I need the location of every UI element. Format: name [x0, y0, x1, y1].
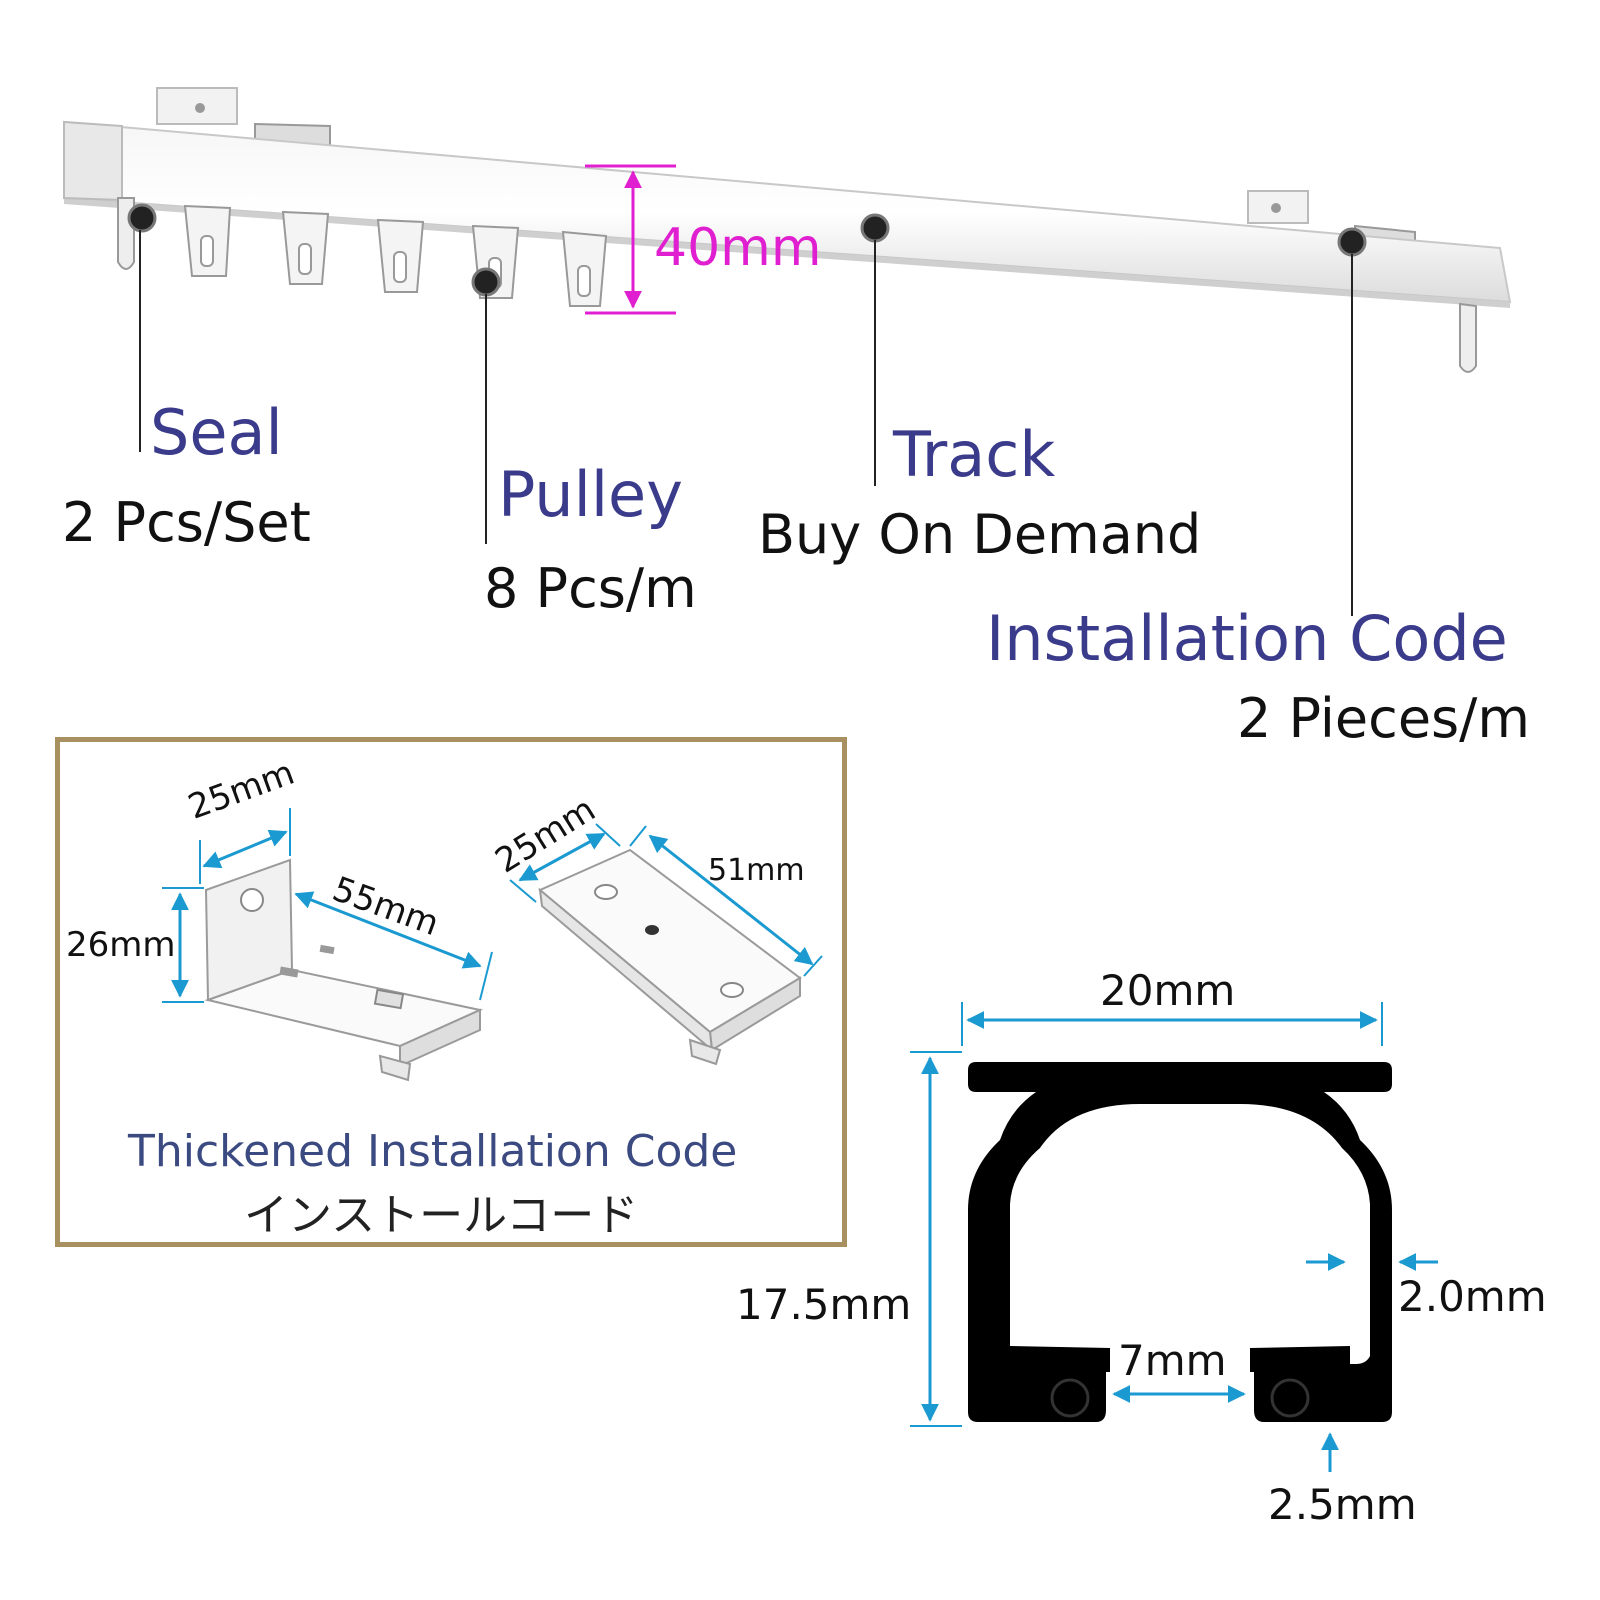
bracket-dimensions — [162, 808, 823, 1003]
profile-gap-dim: 7mm — [1118, 1336, 1227, 1385]
bracket-box-title: Thickened Installation Code — [128, 1126, 738, 1177]
track-title: Track — [893, 418, 1056, 491]
pulley-sub: 8 Pcs/m — [484, 557, 697, 620]
installation-title: Installation Code — [986, 602, 1508, 675]
profile-groove-left — [1050, 1378, 1090, 1418]
left-bracket — [204, 858, 484, 1082]
glider-group — [183, 204, 608, 307]
profile-lip-right — [1250, 1346, 1350, 1372]
profile-wall-dim: 2.0mm — [1398, 1272, 1547, 1321]
height-dimension — [585, 164, 676, 315]
pulley-dot — [471, 267, 501, 297]
rail-tab-hole — [195, 103, 205, 113]
profile-base-dim: 2.5mm — [1268, 1480, 1417, 1529]
profile-groove-right — [1270, 1378, 1310, 1418]
profile-height-dim: 17.5mm — [736, 1280, 912, 1329]
track-rail — [63, 87, 1512, 373]
seal-title: Seal — [150, 396, 283, 469]
seal-dot — [127, 203, 157, 233]
rail-end-cap — [63, 120, 123, 202]
rail-tab-hole — [1271, 203, 1281, 213]
height-dim-label: 40mm — [654, 218, 822, 278]
callout-leaders — [127, 203, 1367, 616]
track-profile — [968, 1062, 1392, 1422]
installation-dot — [1337, 227, 1367, 257]
profile-dimensions — [910, 1002, 1438, 1472]
left-height-dim: 26mm — [66, 925, 176, 965]
installation-sub: 2 Pieces/m — [1237, 687, 1530, 750]
right-length-dim: 51mm — [708, 853, 805, 888]
bracket-box-subtitle: インストールコード — [244, 1190, 639, 1241]
profile-width-dim: 20mm — [1100, 966, 1236, 1015]
rail-tab-left — [156, 87, 238, 125]
pulley-title: Pulley — [498, 458, 683, 531]
rail-end-hook — [1459, 302, 1477, 373]
bracket-box — [55, 737, 847, 1247]
profile-shape — [968, 1062, 1392, 1422]
rail-tab-right — [1247, 190, 1309, 224]
track-sub: Buy On Demand — [758, 503, 1202, 566]
rail-underside — [64, 198, 1510, 308]
track-dot — [860, 213, 890, 243]
profile-lip-left — [1010, 1346, 1110, 1372]
seal-sub: 2 Pcs/Set — [62, 491, 311, 554]
